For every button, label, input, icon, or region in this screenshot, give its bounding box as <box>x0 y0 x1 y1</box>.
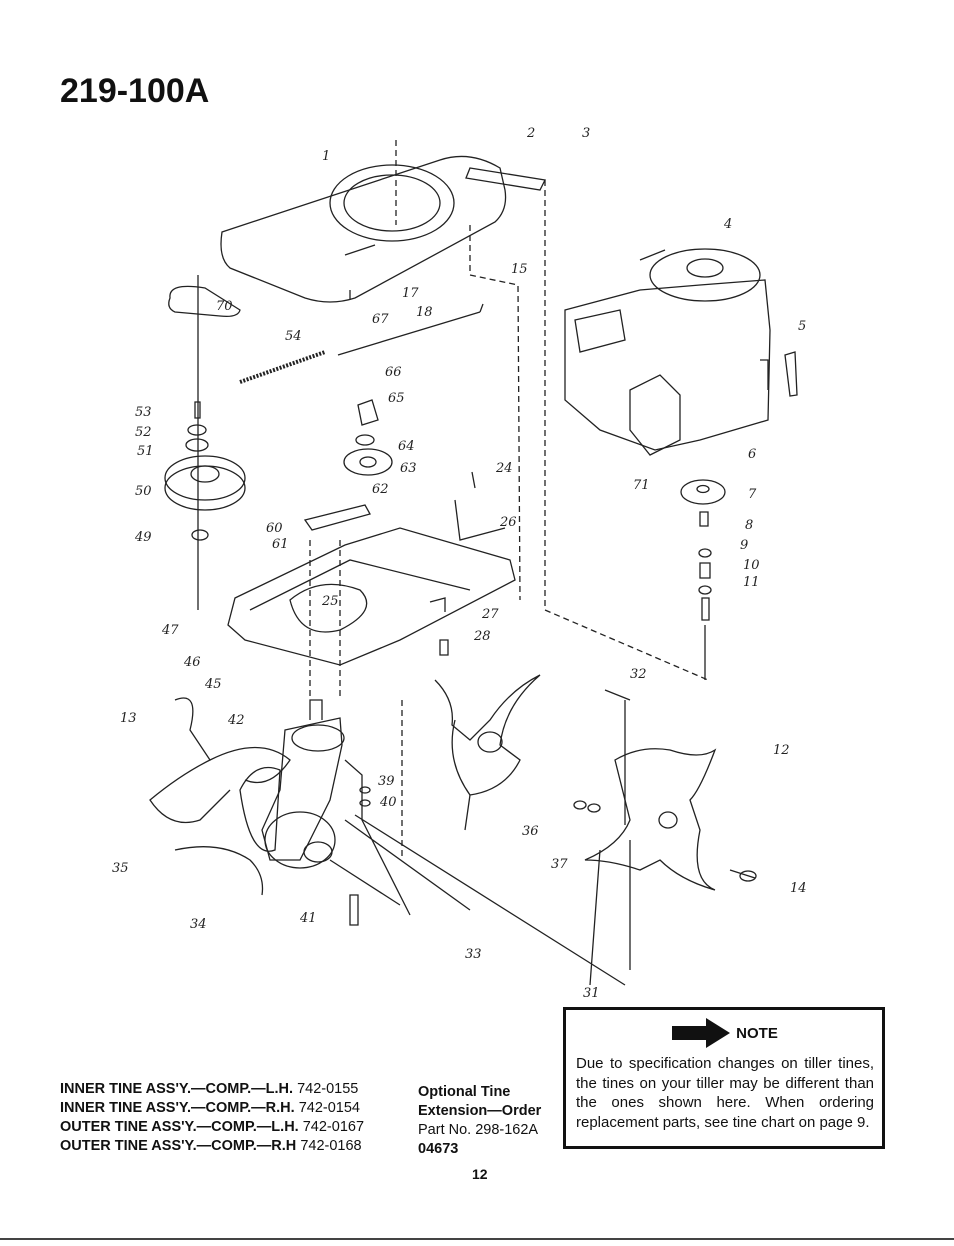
part-label: 71 <box>633 478 650 493</box>
part-label: 64 <box>398 439 415 454</box>
part-label: 37 <box>551 857 568 872</box>
bottom-rule <box>0 1238 954 1240</box>
part-label: 33 <box>465 947 482 962</box>
part-label: 63 <box>400 461 417 476</box>
part-label: 17 <box>402 286 419 301</box>
part-label: 36 <box>522 824 539 839</box>
part-label: 65 <box>388 391 405 406</box>
part-label: 14 <box>790 881 807 896</box>
part-label: 15 <box>511 262 528 277</box>
part-label: 61 <box>272 537 289 552</box>
part-label: 1 <box>322 149 330 164</box>
part-label: 35 <box>112 861 129 876</box>
note-title: NOTE <box>736 1024 778 1042</box>
spring <box>239 350 326 384</box>
part-label: 3 <box>582 126 590 141</box>
part-label: 62 <box>372 482 389 497</box>
gearbox <box>261 717 343 861</box>
part-label: 46 <box>183 655 201 670</box>
tine-row: INNER TINE ASS'Y.—COMP.—R.H. 742-0154 <box>60 1100 360 1116</box>
part-labels: 1 2 3 4 5 6 7 8 9 10 11 12 13 14 15 17 1… <box>112 126 807 1001</box>
part-label: 28 <box>473 629 491 644</box>
part-label: 66 <box>385 365 402 380</box>
part-label: 67 <box>372 312 389 327</box>
part-label: 5 <box>798 319 806 334</box>
part-label: 2 <box>526 126 535 141</box>
part-label: 4 <box>723 217 732 232</box>
part-label: 42 <box>227 713 245 728</box>
part-label: 50 <box>135 484 152 499</box>
part-label: 54 <box>285 329 302 344</box>
part-label: 6 <box>748 447 756 462</box>
part-label: 49 <box>134 530 152 545</box>
part-label: 11 <box>743 575 760 590</box>
part-label: 25 <box>321 594 339 609</box>
belt <box>168 285 241 318</box>
page-number: 12 <box>472 1166 488 1182</box>
part-label: 51 <box>137 444 154 459</box>
tine-row: OUTER TINE ASS'Y.—COMP.—L.H. 742-0167 <box>60 1119 365 1135</box>
part-label: 40 <box>379 795 397 810</box>
pulley <box>164 455 246 501</box>
arrow-right-icon <box>672 1018 731 1048</box>
part-label: 13 <box>120 711 137 726</box>
tine-center <box>434 674 541 831</box>
part-label: 8 <box>745 518 753 533</box>
tine-assembly-list: INNER TINE ASS'Y.—COMP.—L.H. 742-0155 IN… <box>60 1080 364 1156</box>
tine-row: OUTER TINE ASS'Y.—COMP.—R.H 742-0168 <box>60 1138 362 1154</box>
part-label: 53 <box>135 405 152 420</box>
part-label: 60 <box>266 521 283 536</box>
part-label: 39 <box>378 774 395 789</box>
part-label: 41 <box>299 911 317 926</box>
frame-plate <box>227 527 516 666</box>
belt-cover <box>220 155 507 303</box>
part-label: 70 <box>216 299 233 314</box>
engine <box>564 279 771 451</box>
part-label: 31 <box>583 986 600 1001</box>
note-box: NOTE Due to specification changes on til… <box>563 1007 885 1149</box>
part-label: 10 <box>743 558 760 573</box>
cover-opening <box>329 164 455 242</box>
note-body: Due to specification changes on tiller t… <box>576 1055 874 1131</box>
part-label: 52 <box>135 425 152 440</box>
part-label: 9 <box>740 538 748 553</box>
part-label: 26 <box>499 515 517 530</box>
model-number: 219-100A <box>60 72 210 110</box>
part-label: 7 <box>748 487 757 502</box>
part-label: 32 <box>630 667 647 682</box>
optional-tine-extension: Optional Tine Extension—Order Part No. 2… <box>418 1084 542 1157</box>
part-label: 24 <box>495 461 513 476</box>
part-label: 12 <box>773 743 790 758</box>
recoil-starter <box>649 248 761 302</box>
tine-left-outer <box>149 697 231 824</box>
part-label: 18 <box>416 305 433 320</box>
part-label: 34 <box>190 917 207 932</box>
tine-row: INNER TINE ASS'Y.—COMP.—L.H. 742-0155 <box>60 1081 359 1097</box>
part-label: 47 <box>161 623 179 638</box>
tine-right <box>584 748 717 891</box>
exploded-parts-diagram: 1 2 3 4 5 6 7 8 9 10 11 12 13 14 15 17 1… <box>112 126 807 1001</box>
part-label: 45 <box>204 677 222 692</box>
part-label: 27 <box>481 607 499 622</box>
